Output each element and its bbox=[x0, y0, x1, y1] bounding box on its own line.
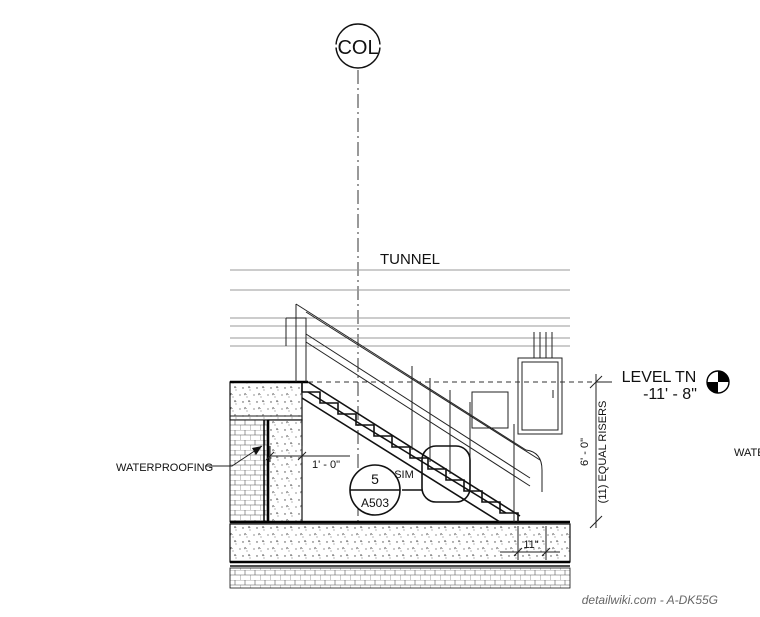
detail-callout: SIM 5 A503 bbox=[349, 445, 471, 516]
tread-dimension-label: 11" bbox=[523, 539, 538, 551]
masonry-wall bbox=[229, 419, 269, 523]
retaining-wall bbox=[229, 415, 303, 523]
tread-dimension: 11" bbox=[500, 526, 560, 560]
detail-sheet: A503 bbox=[361, 496, 389, 510]
lower-slab bbox=[229, 520, 571, 589]
column-grid: COL bbox=[333, 23, 383, 540]
rise-height-label: 6' - 0" bbox=[579, 438, 591, 466]
column-tag-label: COL bbox=[337, 37, 378, 59]
tunnel-lines bbox=[230, 269, 570, 347]
rise-dimension: 6' - 0" (11) EQUAL RISERS bbox=[579, 374, 609, 529]
watermark: detailwiki.com - A-DK55G bbox=[582, 593, 718, 607]
tunnel-label: TUNNEL bbox=[380, 251, 440, 268]
waterproofing-label: WATERPROOFING bbox=[116, 462, 213, 474]
riser-count-label: (11) EQUAL RISERS bbox=[597, 401, 609, 504]
upper-slab bbox=[229, 380, 308, 421]
level-name: LEVEL TN bbox=[622, 369, 697, 386]
level-elevation: -11' - 8" bbox=[643, 386, 697, 403]
wall-panel bbox=[471, 332, 563, 435]
offset-dimension: 1' - 0" bbox=[265, 446, 350, 471]
level-marker: LEVEL TN -11' - 8" bbox=[622, 369, 730, 403]
sim-label: SIM bbox=[394, 469, 414, 481]
offset-dimension-label: 1' - 0" bbox=[312, 459, 340, 471]
water-cut-label: WATE bbox=[734, 447, 760, 459]
handrail bbox=[285, 303, 543, 522]
waterproofing-callout: WATERPROOFING bbox=[116, 445, 263, 474]
stair bbox=[301, 381, 521, 523]
detail-number: 5 bbox=[371, 471, 379, 487]
